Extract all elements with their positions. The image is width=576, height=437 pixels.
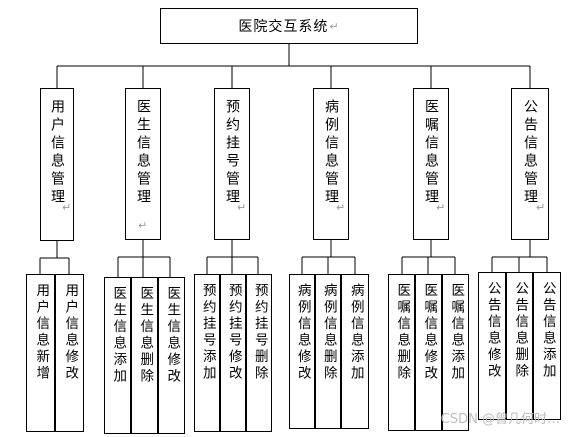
leaf-order-delete: 医嘱信息删除 [388,274,415,431]
return-mark-icon: ↵ [329,19,340,33]
module-label: 预约挂号管理 [224,99,240,207]
module-label: 用户信息管理 [49,99,65,207]
return-mark-icon: ↵ [436,201,446,214]
leaf-label: 医生信息修改 [164,286,181,385]
return-mark-icon: ↵ [237,201,247,214]
leaf-case-delete: 病例信息删除 [315,274,341,429]
leaf-doctor-edit: 医生信息修改 [158,277,185,434]
leaf-doctor-add: 医生信息添加 [104,277,131,434]
leaf-label: 病例信息修改 [294,283,311,382]
leaf-label: 医嘱信息添加 [448,283,465,382]
module-label: 公告信息管理 [522,99,538,207]
module-label: 病例信息管理 [323,99,339,207]
leaf-order-add: 医嘱信息添加 [442,274,469,431]
leaf-label: 公告信息修改 [484,281,501,380]
leaf-label: 医嘱信息修改 [421,283,438,382]
leaf-case-edit: 病例信息修改 [289,274,315,429]
leaf-label: 用户信息新增 [33,283,50,382]
return-mark-icon: ↵ [336,201,346,214]
leaf-user-add: 用户信息新增 [26,274,55,432]
module-label: 医生信息管理 [135,99,151,207]
return-mark-icon: ↵ [62,201,72,214]
module-case-info: 病例信息管理 ↵ [313,88,349,240]
root-node: 医院交互系统 ↵ [160,8,418,44]
root-label: 医院交互系统 [238,19,329,35]
leaf-label: 医生信息删除 [137,286,154,385]
leaf-appointment-add: 预约挂号添加 [194,274,220,432]
leaf-order-edit: 医嘱信息修改 [415,274,442,431]
leaf-appointment-edit: 预约挂号修改 [220,274,246,432]
leaf-label: 病例信息删除 [320,283,337,382]
leaf-appointment-delete: 预约挂号删除 [246,274,272,432]
module-medical-order: 医嘱信息管理 ↵ [413,88,449,240]
leaf-user-edit: 用户信息修改 [55,274,84,432]
leaf-label: 用户信息修改 [62,283,79,382]
module-label: 医嘱信息管理 [423,99,439,207]
module-user-info: 用户信息管理 ↵ [40,88,74,241]
watermark: CSDN @曾几何时… [440,412,560,427]
leaf-label: 预约挂号删除 [251,283,268,382]
return-mark-icon: ↵ [138,219,148,232]
leaf-notice-add: 公告信息添加 [533,272,561,420]
leaf-label: 病例信息添加 [347,283,364,382]
module-appointment: 预约挂号管理 ↵ [214,88,250,240]
leaf-notice-delete: 公告信息删除 [506,272,533,420]
module-doctor-info: 医生信息管理 ↵ [125,88,161,240]
leaf-notice-edit: 公告信息修改 [478,272,506,420]
leaf-label: 预约挂号添加 [199,283,216,382]
leaf-case-add: 病例信息添加 [341,274,369,429]
leaf-label: 公告信息添加 [539,281,556,380]
leaf-label: 医嘱信息删除 [394,283,411,382]
leaf-label: 预约挂号修改 [225,283,242,382]
return-mark-icon: ↵ [536,201,546,214]
leaf-label: 公告信息删除 [512,281,529,380]
leaf-doctor-delete: 医生信息删除 [131,277,158,434]
module-announcement: 公告信息管理 ↵ [511,88,549,240]
leaf-label: 医生信息添加 [110,286,127,385]
